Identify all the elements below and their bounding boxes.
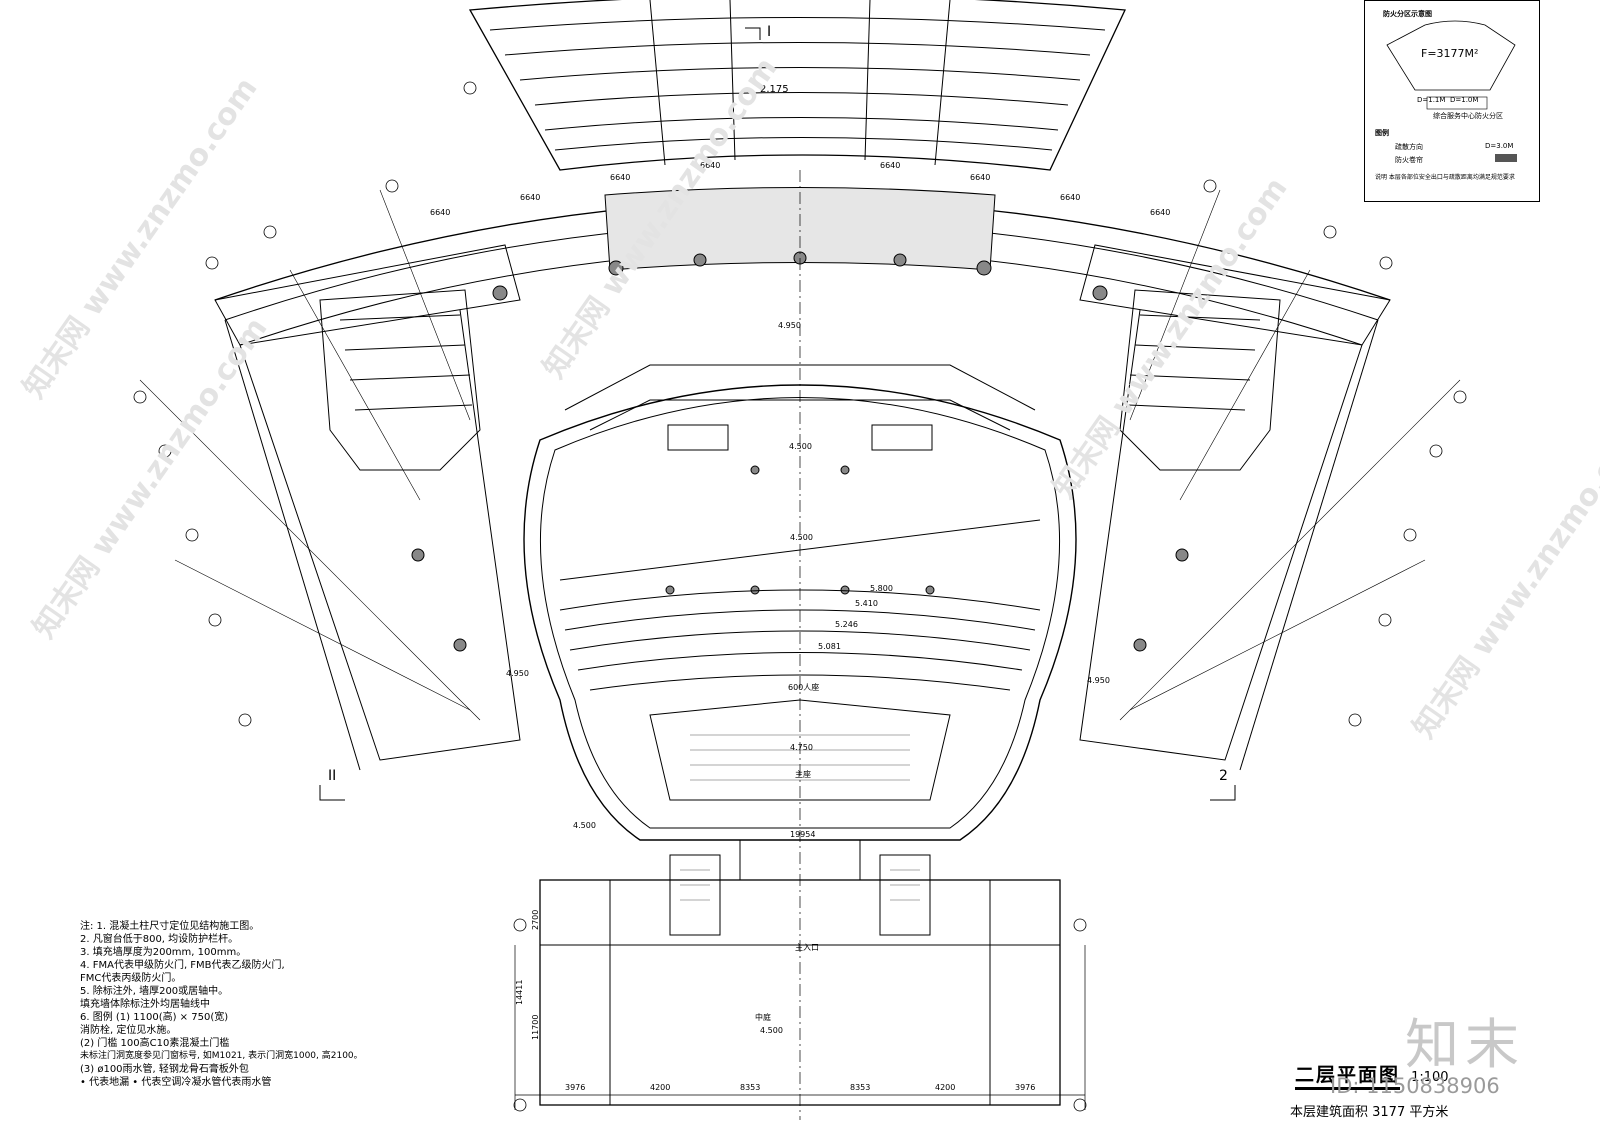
elev-right-wing: 4.950 — [1087, 676, 1110, 685]
left-restroom — [319, 289, 481, 471]
ring-dim-6: 6640 — [1060, 193, 1080, 202]
dim-bottom-5: 3976 — [1015, 1083, 1035, 1092]
note-line: 填充墙体除标注外均居轴线中 — [80, 999, 210, 1010]
legend-note: 说明 本层各部位安全出口与疏散距离均满足规范要求 — [1375, 174, 1515, 181]
drawing-scale: 1:100 — [1411, 1070, 1449, 1085]
ring-dim-5: 6640 — [970, 173, 990, 182]
note-line: 注: 1. 混凝土柱尺寸定位见结构施工图。 — [80, 921, 260, 932]
legend-fire-shutter-swatch — [1495, 154, 1517, 162]
top-seating-outline — [468, 0, 1126, 171]
note-line: • 代表地漏 • 代表空调冷凝水管代表雨水管 — [80, 1077, 272, 1088]
right-wing-outline — [1079, 244, 1391, 346]
columns — [411, 251, 1189, 652]
note-line: 5. 除标注外, 墙厚200或居轴中。 — [80, 986, 229, 997]
ring-dim-2: 6640 — [610, 173, 630, 182]
elev-upper-hall: 4.950 — [778, 321, 801, 330]
ring-dim-7: 6640 — [1150, 208, 1170, 217]
dim-vertical-1: 11700 — [531, 1015, 540, 1040]
ring-dim-4: 6640 — [880, 161, 900, 170]
entrance-label: 主入口 — [795, 942, 819, 952]
elev-tier2: 5.410 — [855, 599, 878, 608]
legend-header: 防火分区示意图 — [1383, 10, 1432, 18]
legend-item2: 防火卷帘 — [1395, 156, 1423, 164]
elev-tier4: 5.081 — [818, 642, 841, 651]
legend-item1: 疏散方向 — [1395, 143, 1423, 151]
elev-left-wing: 4.950 — [506, 669, 529, 678]
drawing-title: 二层平面图 — [1295, 1060, 1401, 1090]
watermark-logo: 知末 — [1405, 1013, 1525, 1076]
elev-top: 2.175 — [760, 84, 789, 95]
dim-vertical-2: 2700 — [531, 910, 540, 930]
watermark-id: ID: 1150838906 — [1330, 1074, 1500, 1098]
note-line: 消防栓, 定位见水施。 — [80, 1025, 177, 1036]
seating-lower-label: 主座 — [795, 769, 811, 779]
section-top: I — [767, 24, 771, 40]
fire-zone-legend: 防火分区示意图 F=3177M² D=1.1M D=1.0M 综合服务中心防火分… — [1364, 0, 1540, 202]
seating-upper-label: 600人座 — [788, 682, 819, 692]
note-line: 2. 凡窗台低于800, 均设防护栏杆。 — [80, 934, 239, 945]
dim-vertical-0: 14411 — [515, 980, 524, 1005]
note-line: (2) 门槛 100高C10素混凝土门槛 — [80, 1038, 230, 1049]
dim-bottom-4: 4200 — [935, 1083, 955, 1092]
general-notes: 注: 1. 混凝土柱尺寸定位见结构施工图。 2. 凡窗台低于800, 均设防护栏… — [80, 920, 363, 1089]
elev-tier3: 5.246 — [835, 620, 858, 629]
dim-bottom-1: 4200 — [650, 1083, 670, 1092]
elev-stage: 4.500 — [790, 533, 813, 542]
note-line: 6. 图例 (1) 1100(高) × 750(宽) — [80, 1012, 229, 1023]
legend-zone-diagram — [1386, 20, 1516, 110]
ring-dim-3: 6640 — [700, 161, 720, 170]
elev-seat-area: 4.750 — [790, 743, 813, 752]
dim-bottom-3: 8353 — [850, 1083, 870, 1092]
note-line: 3. 填充墙厚度为200mm, 100mm。 — [80, 947, 247, 958]
left-wing-outline — [214, 244, 521, 346]
section-right: 2 — [1219, 768, 1228, 784]
drawing-title-block: 二层平面图 1:100 — [1295, 1060, 1449, 1090]
legend-slope: D=3.0M — [1485, 142, 1514, 150]
legend-mark2: D=1.0M — [1450, 96, 1479, 104]
legend-area: F=3177M² — [1421, 47, 1479, 60]
note-line: (3) ø100雨水管, 轻钢龙骨石膏板外包 — [80, 1064, 249, 1075]
legend-title: 图例 — [1375, 129, 1389, 137]
dim-width: 19954 — [790, 830, 815, 839]
auditorium-oval — [523, 384, 1077, 841]
right-restroom — [1119, 289, 1281, 471]
elev-lobby-center: 4.500 — [789, 442, 812, 451]
note-line: FMC代表丙级防火门。 — [80, 973, 182, 984]
elev-tier1: 5.800 — [870, 584, 893, 593]
elev-bottom-hall: 4.500 — [760, 1026, 783, 1035]
note-line: 未标注门洞宽度参见门窗标号, 如M1021, 表示门洞宽1000, 高2100。 — [80, 1051, 363, 1061]
section-left: II — [328, 768, 336, 784]
dim-bottom-0: 3976 — [565, 1083, 585, 1092]
dim-bottom-2: 8353 — [740, 1083, 760, 1092]
ring-dim-1: 6640 — [520, 193, 540, 202]
legend-mark1: D=1.1M — [1417, 96, 1446, 104]
hall-label: 中庭 — [755, 1012, 771, 1022]
note-line: 4. FMA代表甲级防火门, FMB代表乙级防火门, — [80, 960, 285, 971]
area-note: 本层建筑面积 3177 平方米 — [1290, 1105, 1449, 1120]
legend-zone-label: 综合服务中心防火分区 — [1433, 112, 1503, 120]
ring-dim-0: 6640 — [430, 208, 450, 217]
elev-lower-left: 4.500 — [573, 821, 596, 830]
